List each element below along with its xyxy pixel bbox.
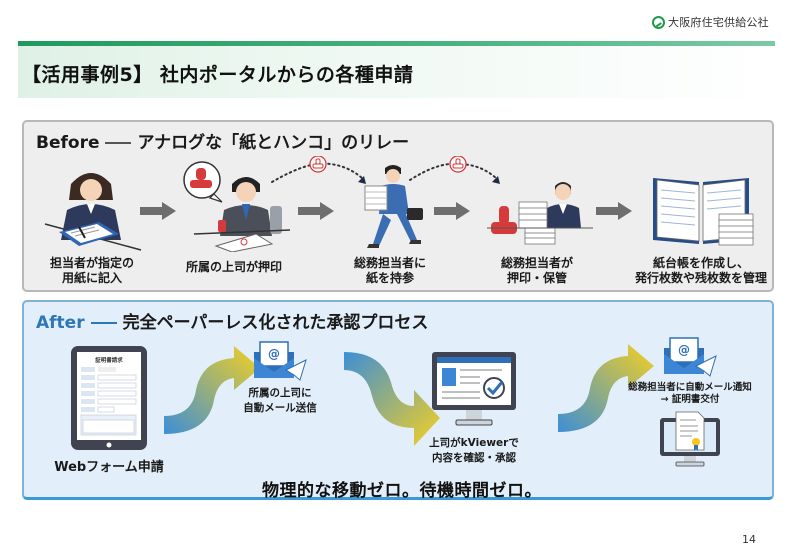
logo-mark-icon (652, 15, 665, 29)
before-lead: Before (36, 133, 100, 153)
svg-text:@: @ (268, 347, 280, 361)
before-step-4: 総務担当者が 押印・保管 (472, 164, 602, 286)
after-step-1: 証明書請求 Webフォーム申請 (54, 344, 164, 475)
after-lead: After (36, 313, 85, 333)
before-step-1-label-line2: 用紙に記入 (61, 271, 122, 285)
after-step-4-label-line2: → 証明書交付 (660, 394, 720, 405)
gray-arrow-icon (140, 202, 176, 220)
before-step-5: 紙台帳を作成し、 発行枚数や残枚数を管理 (626, 168, 776, 286)
flow-arrow-3 (558, 344, 654, 432)
tablet-form-icon: 証明書請求 (71, 346, 147, 450)
svg-text:@: @ (678, 343, 690, 357)
before-step-3: 総務担当者に 紙を持参 (340, 164, 440, 286)
after-step-3-label-line2: 内容を確認・承認 (432, 452, 516, 464)
email-send-icon: @ (254, 341, 307, 381)
after-step-3: 上司がkViewerで 内容を確認・承認 (414, 350, 534, 466)
flow-arrow-1 (164, 346, 260, 434)
person-carrying-papers-icon (364, 165, 423, 248)
before-step-5-label-line2: 発行枚数や残枚数を管理 (634, 271, 767, 285)
monitor-approval-icon (432, 352, 516, 426)
after-step-4: @ 総務担当者に自動メール通知 → 証明書交付 (610, 336, 770, 472)
gray-arrow-icon (434, 202, 470, 220)
gray-arrow-icon (298, 202, 334, 220)
person-writing-form-icon (44, 173, 142, 251)
before-step-1: 担当者が指定の 用紙に記入 (32, 164, 152, 286)
email-notify-icon: @ (664, 337, 717, 377)
after-step-2-label-line2: 自動メール送信 (243, 402, 317, 414)
before-step-2-label-line1: 所属の上司が押印 (185, 260, 282, 274)
before-step-2: 所属の上司が押印 (172, 160, 296, 275)
ledger-book-icon (653, 178, 754, 246)
heading-dash (105, 142, 132, 144)
after-step-2: @ 所属の上司に 自動メール送信 (220, 340, 340, 416)
before-panel: Before アナログな「紙とハンコ」のリレー 担当者が指定の 用紙に記入 (22, 120, 774, 292)
bottom-tagline: 物理的な移動ゼロ。待機時間ゼロ。 (262, 481, 542, 501)
stamp-relay-path-1 (271, 156, 366, 184)
title-band (18, 46, 775, 98)
after-step-3-label-line1: 上司がkViewerで (429, 437, 519, 449)
stamp-relay-path-2 (409, 156, 500, 184)
before-step-5-label-line1: 紙台帳を作成し、 (652, 256, 749, 270)
before-step-3-label-line2: 紙を持参 (365, 271, 414, 285)
logo-text: 大阪府住宅供給公社 (668, 16, 769, 29)
certificate-monitor-icon (660, 411, 720, 467)
manager-stamping-icon (183, 161, 291, 253)
gray-arrow-icon (596, 202, 632, 220)
title-accent-bar (18, 41, 775, 46)
before-step-4-label-line2: 押印・保管 (506, 271, 567, 285)
stamp-and-papers-icon (487, 182, 593, 245)
flow-arrow-2 (344, 352, 440, 446)
before-heading-text: アナログな「紙とハンコ」のリレー (137, 133, 410, 153)
form-title: 証明書請求 (95, 356, 123, 364)
before-step-1-label-line1: 担当者が指定の (49, 256, 134, 270)
after-step-4-label-line1: 総務担当者に自動メール通知 (628, 382, 752, 393)
before-step-4-label-line1: 総務担当者が (500, 256, 573, 270)
heading-dash (90, 322, 117, 324)
before-step-3-label-line1: 総務担当者に (353, 256, 426, 270)
page-title: 【活用事例5】 社内ポータルからの各種申請 (22, 64, 414, 86)
after-heading-text: 完全ペーパーレス化された承認プロセス (122, 313, 429, 333)
after-step-2-label-line1: 所属の上司に (248, 387, 312, 399)
company-logo: 大阪府住宅供給公社 (652, 14, 769, 30)
page-number: 14 (742, 533, 756, 546)
after-heading: After 完全ペーパーレス化された承認プロセス (36, 308, 428, 333)
before-heading: Before アナログな「紙とハンコ」のリレー (36, 128, 409, 153)
after-step-1-label: Webフォーム申請 (54, 460, 164, 475)
